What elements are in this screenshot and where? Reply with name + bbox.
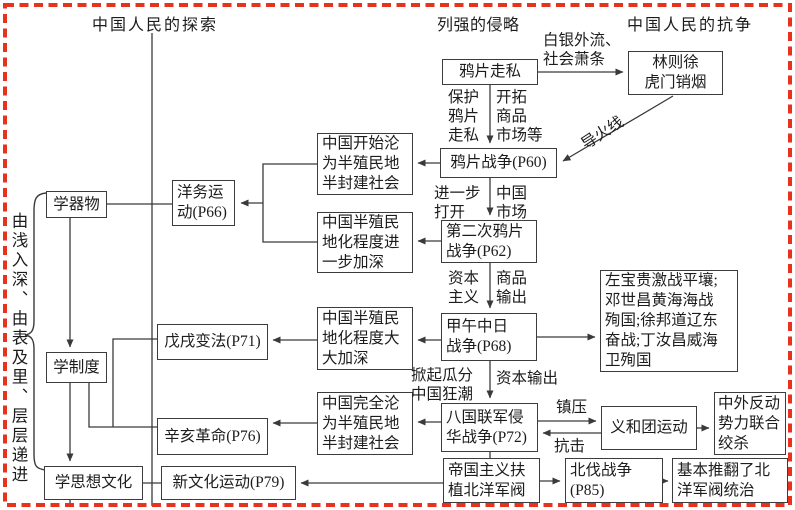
label-further-open: 进一步 打开 (434, 185, 481, 221)
box-yangwu-movement: 洋务运 动(P66) (172, 180, 235, 226)
box-imperialist-warlords: 帝国主义扶 植北洋军阀 (443, 458, 540, 503)
box-xinhai-revolution: 辛亥革命(P76) (157, 418, 268, 455)
header-resistance: 中国人民的抗争 (627, 17, 754, 34)
box-opium-war: 鸦片战争(P60) (440, 148, 557, 178)
label-protect-opium: 保护 鸦片 走私 (448, 89, 480, 144)
box-new-culture-movement: 新文化运动(P79) (161, 466, 296, 500)
box-learn-tools: 学器物 (46, 191, 107, 218)
box-northern-expedition: 北伐战争 (P85) (565, 458, 663, 503)
box-jiawu-war: 甲午中日 战争(P68) (441, 313, 537, 361)
box-lin-zexu: 林则徐 虎门销烟 (628, 51, 723, 95)
box-greatly-semicolonial: 中国半殖民 地化程度大 大加深 (317, 307, 413, 370)
box-wuxu-reform: 戊戌变法(P71) (157, 324, 268, 360)
label-china-market: 中国 市场 (496, 185, 528, 221)
label-partition-china: 掀起瓜分 中国狂潮 (411, 367, 474, 403)
header-exploration: 中国人民的探索 (92, 17, 219, 34)
box-joint-strangle: 中外反动 势力联合 绞杀 (714, 392, 786, 455)
label-silver-outflow: 白银外流、 社会萧条 (543, 32, 621, 68)
box-learn-systems: 学制度 (46, 352, 107, 383)
box-eight-nation-war: 八国联军侵 华战争(P72) (441, 403, 538, 452)
box-overthrow-warlords: 基本推翻了北 洋军阀统治 (672, 458, 788, 503)
header-invasion: 列强的侵略 (437, 17, 520, 34)
box-fully-semicolonial: 中国完全沦 为半殖民地 半封建社会 (317, 392, 413, 455)
label-resist: 抗击 (554, 438, 586, 455)
box-yihetuan-movement: 义和团运动 (601, 406, 697, 450)
label-capital-export: 资本输出 (496, 370, 559, 387)
label-commodity-export: 商品 输出 (496, 270, 528, 306)
box-further-semicolonial: 中国半殖民 地化程度进 一步加深 (317, 212, 413, 273)
label-capitalism: 资本 主义 (448, 270, 480, 306)
box-martyrs: 左宝贵激战平壤; 邓世昌黄海海战 殉国;徐邦道辽东 奋战;丁汝昌威海 卫殉国 (600, 270, 738, 372)
box-begin-semicolonial: 中国开始沦 为半殖民地 半封建社会 (317, 133, 413, 195)
side-note-vertical: 由浅入深、由表及里、层层递进 (9, 212, 28, 485)
label-suppress: 镇压 (556, 399, 588, 416)
box-second-opium-war: 第二次鸦片 战争(P62) (441, 220, 537, 263)
box-opium-smuggling: 鸦片走私 (442, 59, 538, 85)
box-learn-thought: 学思想文化 (44, 466, 143, 500)
label-open-market: 开拓 商品 市场等 (496, 89, 543, 144)
